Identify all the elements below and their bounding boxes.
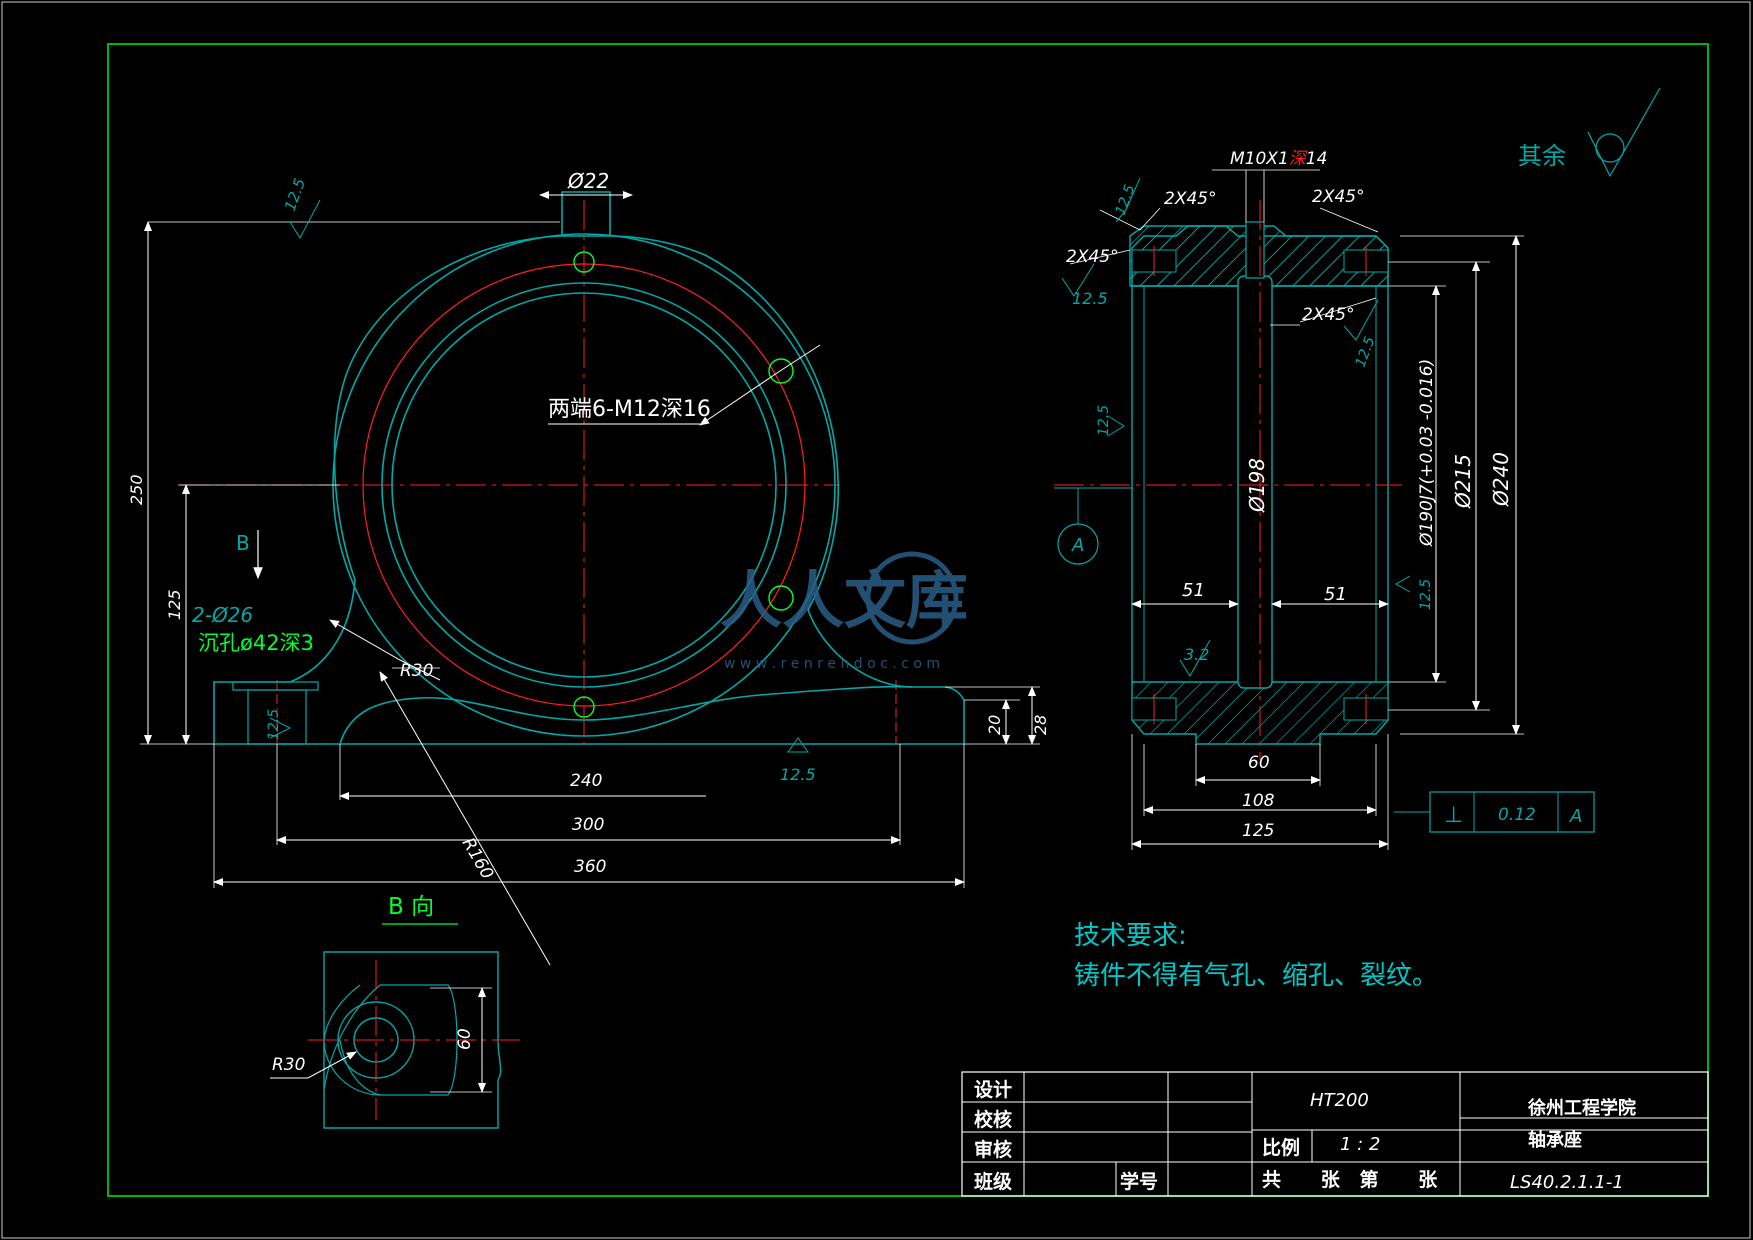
watermark-circle <box>865 551 959 645</box>
tb-student-no: 学号 <box>1120 1170 1158 1193</box>
dim-60-side: 60 <box>1248 753 1270 773</box>
dim-fit: Ø190J7(+0.03 -0.016) <box>1417 359 1437 547</box>
hole-spec-count: 2-Ø26 <box>192 603 253 627</box>
radius-small: R30 <box>400 661 433 681</box>
tech-requirements: 技术要求: 铸件不得有气孔、缩孔、裂纹。 <box>1074 921 1438 991</box>
hole-spec-counterbore: 沉孔ø42深3 <box>198 631 314 655</box>
view-arrow-label: B <box>236 531 250 555</box>
tb-design: 设计 <box>974 1079 1012 1101</box>
roughness-right-mid: 12.5 <box>1418 579 1434 610</box>
chamfer-tl: 2X45° <box>1164 189 1217 209</box>
watermark-text: 人人文库 <box>720 564 968 637</box>
dim-51-left: 51 <box>1182 580 1205 601</box>
roughness-bottom: 3.2 <box>1184 645 1209 664</box>
base-counterbore <box>232 681 319 691</box>
dim-base-20: 20 <box>985 715 1004 735</box>
chamfer-tr: 2X45° <box>1312 187 1365 207</box>
tb-class: 班级 <box>974 1170 1012 1193</box>
datum-label: A <box>1071 535 1084 556</box>
top-boss <box>561 191 611 236</box>
callout-holes: 两端6-M12深16 <box>548 397 711 422</box>
tapped-hole <box>573 696 595 718</box>
datum-circle <box>1057 523 1099 565</box>
roughness-tl: 12.5 <box>1113 183 1139 218</box>
side-section-view: M10X1深14 2X45° 2X45° 2X45° 2X45° 12.5 12… <box>1054 149 1595 850</box>
tol-symbol: ⊥ <box>1444 803 1463 828</box>
tb-sheets: 共 张 第 张 <box>1262 1168 1438 1191</box>
b-view-dim-60: 60 <box>455 1028 475 1050</box>
tol-datum: A <box>1569 806 1582 827</box>
roughness-l: 12.5 <box>1072 289 1108 308</box>
dim-240: 240 <box>570 771 602 791</box>
b-view-radius: R30 <box>272 1055 305 1075</box>
roughness-base: 12.5 <box>780 765 816 784</box>
dim-240-side: Ø240 <box>1489 452 1513 507</box>
roughness-top: 12.5 <box>281 176 309 214</box>
dim-height-center: 125 <box>165 589 184 620</box>
tolerance-frame <box>1429 791 1595 833</box>
dim-base-28: 28 <box>1031 715 1050 735</box>
dim-height-total: 250 <box>127 474 146 505</box>
bore <box>391 292 777 678</box>
tb-material: HT200 <box>1310 1090 1369 1111</box>
b-view-boss <box>323 984 458 1096</box>
dim-108: 108 <box>1242 791 1275 811</box>
watermark-url: w w w . r e n r e n d o c . c o m <box>724 656 940 672</box>
dim-bore: Ø198 <box>1245 458 1269 513</box>
tb-scale-label: 比例 <box>1262 1136 1300 1159</box>
title-block: 设计 校核 审核 班级 学号 HT200 比例 1 : 2 共 张 第 张 徐州… <box>961 1071 1709 1197</box>
radius-large: R160 <box>458 835 497 883</box>
tb-school: 徐州工程学院 <box>1527 1097 1636 1119</box>
dim-300: 300 <box>572 815 604 835</box>
dim-125-side: 125 <box>1242 821 1274 841</box>
dim-51-right: 51 <box>1324 584 1347 605</box>
roughness-left-mid: 12.5 <box>1096 405 1112 436</box>
tol-value: 0.12 <box>1498 805 1536 825</box>
tapped-hole <box>573 251 595 273</box>
roughness-left: 12.5 <box>266 709 282 740</box>
base-arch <box>339 685 913 745</box>
chamfer-inner: 2X45° <box>1302 305 1355 325</box>
dim-top-diameter: Ø22 <box>567 169 609 193</box>
surface-note-label: 其余 <box>1518 142 1566 170</box>
tb-check: 校核 <box>974 1108 1012 1131</box>
oil-hole <box>1245 221 1265 279</box>
surface-note: 其余 <box>1518 87 1661 178</box>
chamfer-l: 2X45° <box>1066 247 1119 267</box>
inner-ring <box>381 282 787 688</box>
front-view: Ø22 12.5 两端6-M12深16 250 125 B 2-Ø26 沉孔ø4… <box>127 169 1050 966</box>
b-view-title: B 向 <box>388 894 434 920</box>
tech-title: 技术要求: <box>1074 921 1187 951</box>
tech-line1: 铸件不得有气孔、缩孔、裂纹。 <box>1074 961 1438 991</box>
dim-215: Ø215 <box>1451 454 1475 509</box>
drawing-frame <box>107 43 1709 1197</box>
thread-spec: M10X1深14 <box>1230 149 1327 169</box>
tb-scale-value: 1 : 2 <box>1340 1134 1380 1155</box>
tapped-hole <box>768 585 794 611</box>
dim-360: 360 <box>574 857 606 877</box>
tapped-hole <box>768 358 794 384</box>
tb-review: 审核 <box>974 1138 1012 1161</box>
watermark: 人人文库 w w w . r e n r e n d o c . c o m <box>720 551 968 672</box>
tb-drawing-no: LS40.2.1.1-1 <box>1510 1172 1624 1193</box>
b-view: B 向 R30 60 <box>270 894 520 1129</box>
tb-part-name: 轴承座 <box>1528 1129 1582 1151</box>
bolt-circle <box>362 263 806 707</box>
